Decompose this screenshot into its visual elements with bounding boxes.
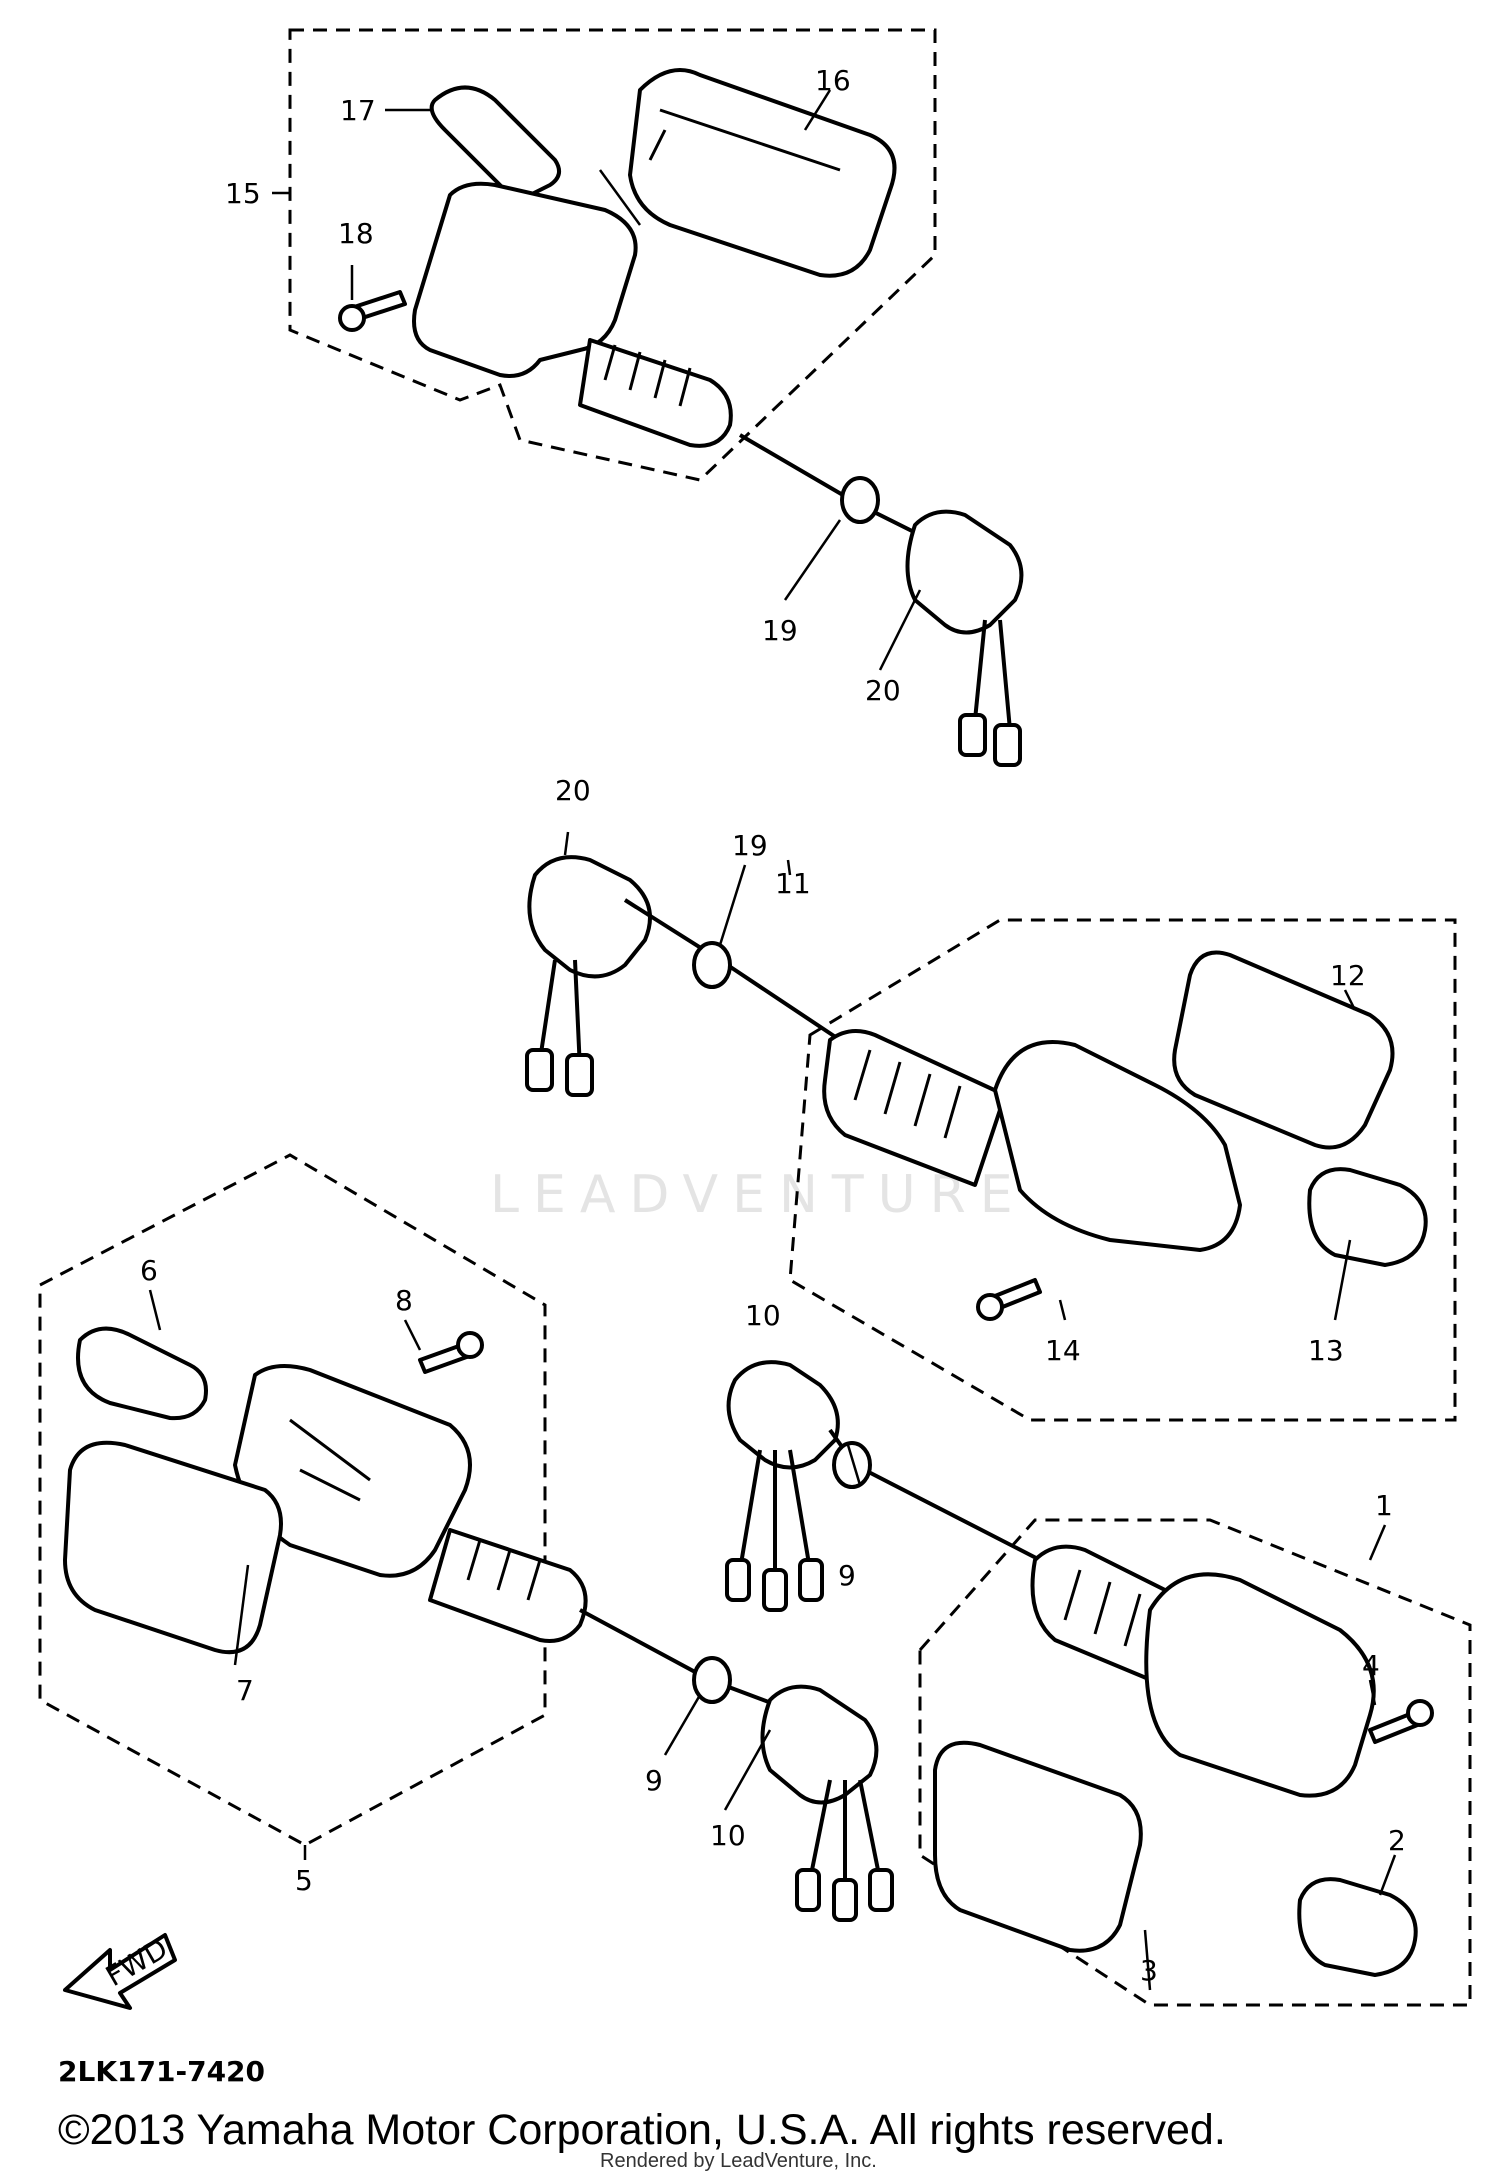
grommet-19-middle (692, 941, 732, 989)
lens-3 (933, 1740, 1143, 1953)
turn-signal-assembly-left (63, 1326, 894, 1922)
callout-11: 11 (775, 867, 811, 900)
lens-12 (1172, 950, 1395, 1150)
boot-20-middle (527, 855, 652, 979)
lens-16 (628, 68, 897, 278)
callout-3: 3 (1140, 1954, 1158, 1987)
boot-20-top (905, 509, 1024, 635)
callout-20a: 20 (865, 674, 901, 707)
grommet-9-right (832, 1441, 872, 1489)
forward-direction-arrow: FWD (63, 1932, 177, 2010)
callout-12: 12 (1330, 959, 1366, 992)
stem-11 (822, 1029, 1007, 1187)
housing-1 (1144, 1572, 1376, 1798)
grommet-19-top (840, 476, 880, 524)
callout-9b: 9 (645, 1764, 663, 1797)
bulb-2 (1297, 1877, 1418, 1977)
turn-signal-assembly-right (725, 1360, 1434, 1977)
bulb-13 (1307, 1167, 1428, 1267)
diagram-code: 2LK171-7420 (58, 2055, 266, 2088)
callout-7: 7 (236, 1674, 254, 1707)
callout-10b: 10 (710, 1819, 746, 1852)
callout-15: 15 (225, 177, 261, 210)
watermark-text: LEADVENTURE (490, 1165, 1027, 1225)
callout-13: 13 (1308, 1334, 1344, 1367)
assembly-boundary-15 (288, 28, 937, 482)
wire-middle (623, 898, 842, 1042)
callout-19a: 19 (762, 614, 798, 647)
callout-14: 14 (1045, 1334, 1081, 1367)
callout-20b: 20 (555, 774, 591, 807)
assembly-boundary-5 (38, 1153, 547, 1847)
callout-4: 4 (1362, 1649, 1380, 1682)
wire-left (579, 1608, 791, 1712)
callout-8: 8 (395, 1284, 413, 1317)
callout-18: 18 (338, 217, 374, 250)
copyright-notice: ©2013 Yamaha Motor Corporation, U.S.A. A… (58, 2106, 1226, 2154)
callout-5: 5 (295, 1864, 313, 1897)
callout-1: 1 (1375, 1489, 1393, 1522)
callout-2: 2 (1388, 1824, 1406, 1857)
assembly-boundary-1 (918, 1518, 1472, 2007)
turn-signal-assembly-middle (525, 855, 1428, 1321)
lens-7 (63, 1440, 283, 1655)
bulb-6 (76, 1326, 208, 1421)
rendered-by-notice: Rendered by LeadVenture, Inc. (600, 2150, 877, 2172)
housing-11 (993, 1040, 1242, 1252)
callout-6: 6 (140, 1254, 158, 1287)
callout-10a: 10 (745, 1299, 781, 1332)
callout-16: 16 (815, 64, 851, 97)
callout-9a: 9 (838, 1559, 856, 1592)
grommet-9-left (692, 1656, 732, 1704)
callout-19b: 19 (732, 829, 768, 862)
stem-5 (428, 1528, 588, 1643)
boot-10-right (726, 1360, 840, 1470)
bulb-17 (429, 85, 561, 201)
callout-17: 17 (340, 94, 376, 127)
turn-signal-assembly-top (338, 68, 1024, 767)
wire-top (738, 433, 931, 542)
assembly-boundary-11 (788, 918, 1457, 1422)
